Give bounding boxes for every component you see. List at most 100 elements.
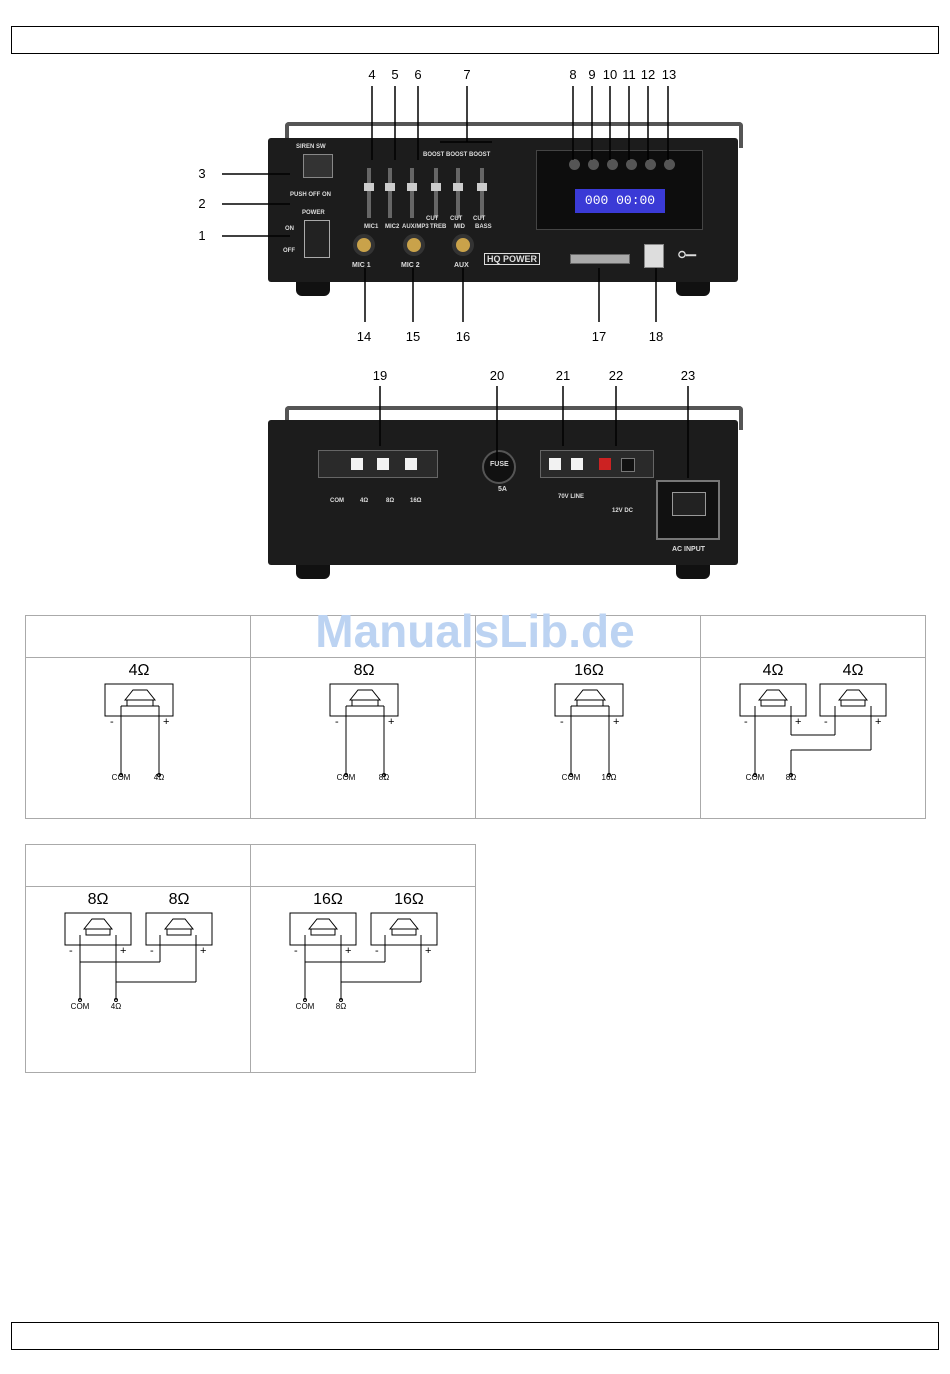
power-switch — [304, 220, 330, 258]
front-foot — [296, 282, 330, 296]
terminal-clip — [571, 458, 583, 470]
wiring-cell-4ohm — [26, 658, 251, 818]
ohm-label: 4Ω — [762, 662, 784, 679]
minus-sign: - — [110, 716, 114, 728]
callout-11: 11 — [622, 67, 636, 82]
rear-device: COM 4Ω 8Ω 16Ω FUSE 5A 70V LINE 12V DC AC… — [268, 420, 738, 565]
on-label: ON — [285, 226, 294, 232]
rear-foot — [296, 565, 330, 579]
minus-sign: - — [375, 945, 379, 957]
aux-jack — [452, 234, 474, 256]
fader-label: AUX/MP3 — [402, 224, 429, 230]
callout-20: 20 — [489, 368, 505, 383]
terminal-text: 16Ω — [601, 773, 617, 782]
ac-socket — [672, 492, 706, 516]
wiring-table-2 — [25, 844, 476, 1073]
table-header-cell — [26, 845, 251, 887]
plus-sign: + — [875, 716, 882, 728]
mic2-jack — [403, 234, 425, 256]
callout-21: 21 — [555, 368, 571, 383]
terminal-label: 8Ω — [386, 498, 395, 504]
power-label: POWER — [302, 210, 325, 216]
plus-sign: + — [200, 945, 207, 957]
fader-knob — [364, 183, 374, 191]
terminal-clip — [405, 458, 417, 470]
minus-sign: - — [824, 716, 828, 728]
wiring-diagrams-row1 — [104, 683, 887, 777]
fader-mic1 — [367, 168, 371, 218]
rear-foot — [676, 565, 710, 579]
callout-8: 8 — [569, 67, 577, 82]
terminal-clip — [549, 458, 561, 470]
wiring-table-1 — [25, 615, 926, 819]
rear-leader-lines — [379, 386, 689, 478]
callout-3: 3 — [198, 166, 206, 181]
fader-label: MIC1 — [364, 224, 379, 230]
plus-sign: + — [795, 716, 802, 728]
ohm-label: 4Ω — [128, 662, 150, 679]
plus-sign: + — [388, 716, 395, 728]
speaker-terminal-block — [318, 450, 438, 478]
callout-14: 14 — [356, 329, 372, 344]
mp3-button — [607, 159, 618, 170]
plus-sign: + — [613, 716, 620, 728]
mp3-display-panel: 000 00:00 — [536, 150, 703, 230]
watermark: ManualsLib.de — [315, 605, 635, 657]
callout-1: 1 — [198, 228, 206, 243]
mp3-button — [626, 159, 637, 170]
callout-15: 15 — [405, 329, 421, 344]
boost-label: BOOST — [469, 152, 491, 158]
mic1-jack — [353, 234, 375, 256]
fader-treb — [434, 168, 438, 218]
terminal-label: 4Ω — [360, 498, 369, 504]
ac-label: AC INPUT — [672, 546, 706, 553]
table-header-cell — [26, 616, 251, 658]
off-label: OFF — [283, 248, 295, 254]
wiring-cell-8ohm — [251, 658, 476, 818]
callout-10: 10 — [602, 67, 618, 82]
fader-label: MIC2 — [385, 224, 400, 230]
minus-sign: - — [335, 716, 339, 728]
fader-knob — [477, 183, 487, 191]
ohm-label: 4Ω — [842, 662, 864, 679]
wiring-cell-parallel-8ohm — [26, 887, 251, 1072]
fader-bass — [480, 168, 484, 218]
minus-sign: - — [294, 945, 298, 957]
plus-sign: + — [425, 945, 432, 957]
line-label: 70V LINE — [558, 494, 585, 500]
wiring-cell-16ohm — [476, 658, 701, 818]
fuse-holder — [482, 450, 516, 484]
callout-9: 9 — [588, 67, 596, 82]
table-header-cell — [251, 616, 476, 658]
ohm-label: 16Ω — [313, 891, 343, 908]
fader-knob — [385, 183, 395, 191]
footer-box — [11, 1322, 939, 1350]
mic2-label: MIC 2 — [401, 262, 420, 269]
mp3-button — [645, 159, 656, 170]
callout-7: 7 — [463, 67, 471, 82]
boost-label: BOOST — [446, 152, 468, 158]
ohm-label: 8Ω — [168, 891, 190, 908]
sd-card-slot — [570, 254, 630, 264]
mp3-button — [588, 159, 599, 170]
terminal-text: COM — [336, 773, 356, 782]
minus-sign: - — [150, 945, 154, 957]
plus-sign: + — [120, 945, 127, 957]
brand-logo: HQ POWER — [484, 253, 541, 265]
terminal-text: 4Ω — [110, 1002, 122, 1011]
table-header-cell — [251, 845, 475, 887]
lcd-screen: 000 00:00 — [575, 189, 665, 213]
terminal-text: COM — [561, 773, 581, 782]
fader-knob — [453, 183, 463, 191]
rear-handle — [285, 406, 743, 430]
table-header-cell — [701, 616, 925, 658]
fader-label: MID — [454, 224, 465, 230]
fader-label: BASS — [475, 224, 492, 230]
fader-aux — [410, 168, 414, 218]
mp3-button — [664, 159, 675, 170]
header-box — [11, 26, 939, 54]
siren-label: SIREN SW — [296, 144, 326, 150]
callout-4: 4 — [368, 67, 376, 82]
ohm-label: 8Ω — [353, 662, 375, 679]
minus-sign: - — [560, 716, 564, 728]
